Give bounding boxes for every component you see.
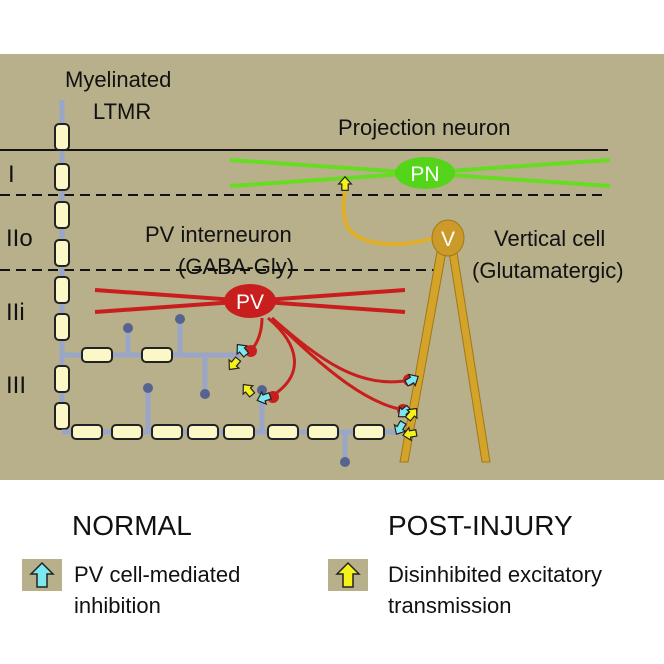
v-label: V: [441, 228, 455, 251]
diagram-background: [0, 54, 664, 480]
projection-neuron-label: Projection neuron: [338, 115, 510, 140]
ltmr-label-line2: LTMR: [93, 99, 151, 124]
ltmr-terminals-upper: [123, 314, 210, 399]
pv-interneuron-label-line1: PV interneuron: [145, 222, 292, 247]
layer-label-III: III: [6, 372, 26, 399]
projection-neuron-soma: [395, 157, 455, 189]
legend-excitation-text-1: Disinhibited excitatory: [388, 562, 602, 587]
vertical-cell-label-line1: Vertical cell: [494, 226, 605, 251]
ltmr-myelin-vertical: [54, 123, 70, 430]
legend-post-injury-title: POST-INJURY: [388, 510, 573, 541]
layer-label-IIo: IIo: [6, 225, 33, 252]
legend-normal-title: NORMAL: [72, 510, 192, 541]
legend-excitation-text-2: transmission: [388, 593, 512, 618]
ltmr-myelin-lower: [71, 424, 385, 440]
layer-label-IIi: IIi: [6, 299, 25, 326]
pn-label: PN: [410, 163, 439, 186]
vertical-cell-label-line2: (Glutamatergic): [472, 258, 624, 283]
layer-label-I: I: [8, 161, 15, 188]
cyan-arrow-icon: [29, 561, 55, 588]
vertical-cell-axon: [341, 187, 435, 247]
vertical-cell-soma: [431, 219, 465, 257]
legend-inhibition-text-2: inhibition: [74, 593, 161, 618]
yellow-arrow-icon: [335, 561, 361, 588]
legend-inhibition-text-1: PV cell-mediated: [74, 562, 241, 587]
ltmr-label-line1: Myelinated: [65, 67, 171, 92]
legend-inhibition-swatch: [22, 559, 62, 591]
ltmr-myelin-upper: [81, 347, 173, 363]
pv-interneuron-soma: [224, 284, 276, 318]
legend-excitation-swatch: [328, 559, 368, 591]
pv-interneuron-label-line2: (GABA-Gly): [178, 254, 294, 279]
ltmr-terminals-lower: [143, 383, 350, 467]
pv-label: PV: [236, 291, 264, 314]
